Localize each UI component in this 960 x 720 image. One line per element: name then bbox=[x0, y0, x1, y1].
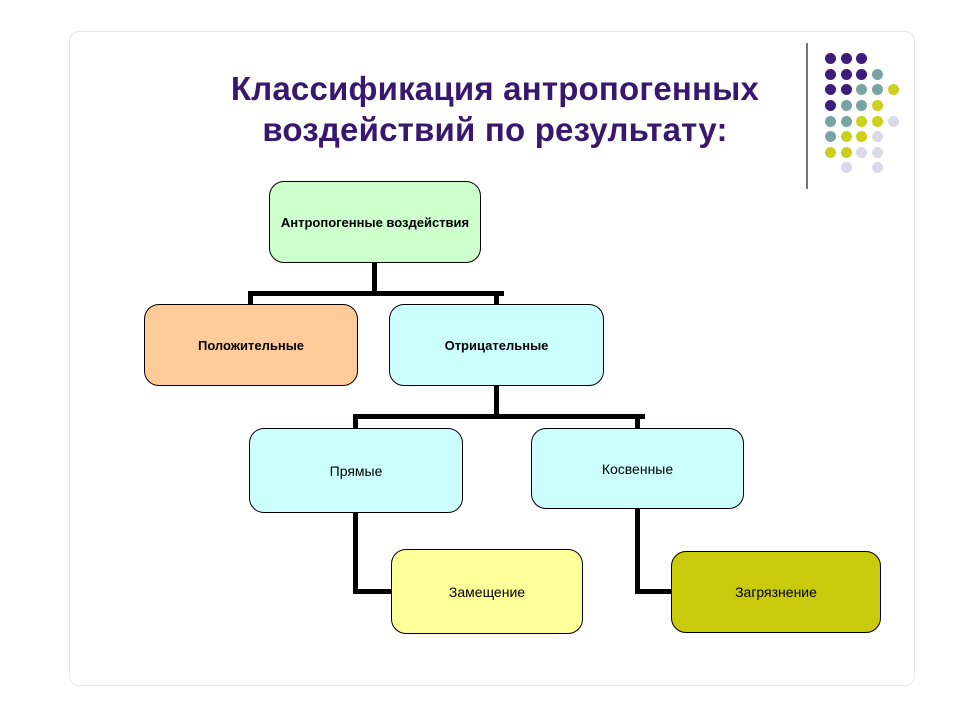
dot-icon bbox=[825, 84, 837, 96]
connector-direct-elbow-vertical bbox=[353, 512, 358, 594]
dot-icon bbox=[872, 100, 884, 112]
dot-icon bbox=[872, 84, 884, 96]
dot-icon bbox=[856, 84, 868, 96]
connector-drop-negative bbox=[494, 291, 499, 305]
dots-ornament bbox=[823, 51, 901, 176]
dot-icon bbox=[840, 84, 852, 96]
node-pollution: Загрязнение bbox=[671, 551, 881, 633]
dot-icon bbox=[872, 131, 884, 143]
dot-icon bbox=[840, 115, 852, 127]
dot-icon bbox=[840, 68, 852, 80]
dot-icon bbox=[825, 146, 837, 158]
connector-direct-elbow-horizontal bbox=[353, 589, 393, 594]
dot-icon bbox=[856, 131, 868, 143]
dot-icon bbox=[825, 53, 837, 65]
connector-drop-direct bbox=[353, 414, 358, 430]
connector-indirect-elbow-vertical bbox=[635, 508, 640, 594]
dot-icon bbox=[856, 68, 868, 80]
node-positive: Положительные bbox=[144, 304, 358, 386]
slide-title: Классификация антропогенных воздействий … bbox=[230, 70, 760, 148]
dot-icon bbox=[840, 100, 852, 112]
dot-icon bbox=[825, 115, 837, 127]
dot-icon bbox=[840, 131, 852, 143]
dot-icon bbox=[825, 131, 837, 143]
dot-icon bbox=[840, 146, 852, 158]
dot-icon bbox=[825, 68, 837, 80]
dot-icon bbox=[872, 162, 884, 174]
dot-icon bbox=[840, 53, 852, 65]
dot-icon bbox=[872, 146, 884, 158]
dot-icon bbox=[887, 115, 899, 127]
dot-icon bbox=[856, 53, 868, 65]
connector-drop-positive bbox=[248, 291, 253, 305]
node-substitution: Замещение bbox=[391, 549, 583, 634]
dot-icon bbox=[856, 100, 868, 112]
connector-level1-bar bbox=[248, 291, 504, 296]
dot-icon bbox=[887, 84, 899, 96]
dot-icon bbox=[825, 100, 837, 112]
node-direct: Прямые bbox=[249, 428, 463, 513]
connector-root-stem bbox=[372, 262, 377, 295]
dot-icon bbox=[840, 162, 852, 174]
connector-indirect-elbow-horizontal bbox=[635, 589, 673, 594]
slide: Классификация антропогенных воздействий … bbox=[69, 31, 915, 686]
node-anthropogenic-impacts: Антропогенные воздействия bbox=[269, 181, 481, 263]
node-negative: Отрицательные bbox=[389, 304, 604, 386]
connector-negative-stem bbox=[494, 385, 499, 416]
dot-icon bbox=[856, 115, 868, 127]
node-indirect: Косвенные bbox=[531, 428, 744, 509]
ornament-vertical-rule bbox=[806, 43, 808, 189]
dot-icon bbox=[872, 115, 884, 127]
dot-icon bbox=[856, 146, 868, 158]
connector-level2-bar bbox=[353, 414, 645, 419]
connector-drop-indirect bbox=[635, 414, 640, 430]
dot-icon bbox=[872, 68, 884, 80]
